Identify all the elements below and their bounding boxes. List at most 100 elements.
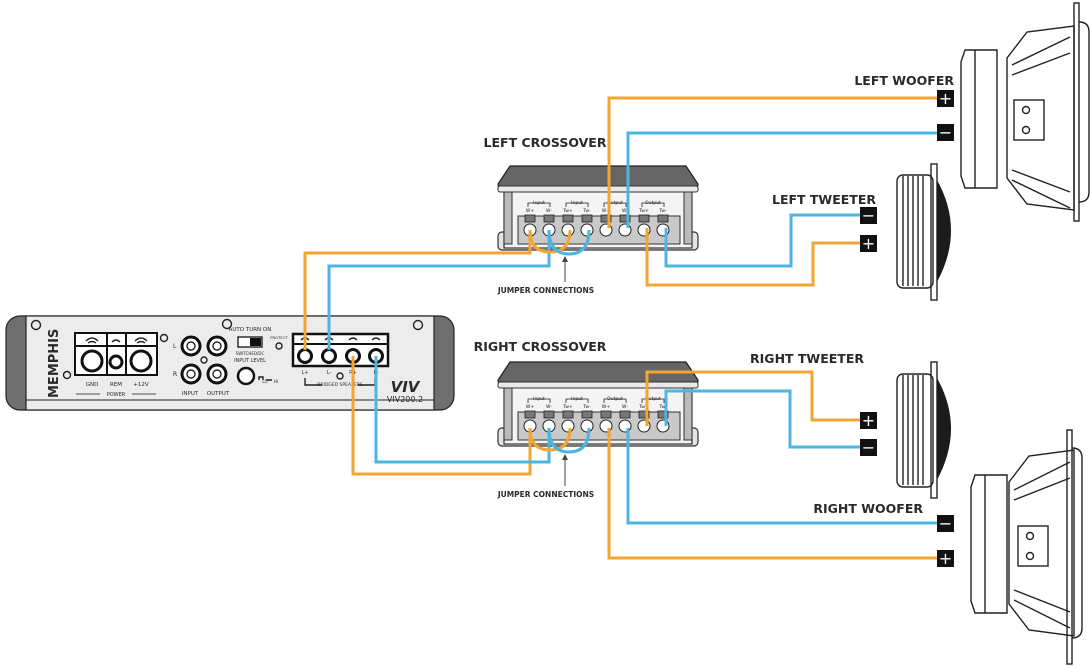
xover-terminal-label: W-: [546, 404, 552, 410]
xover-group-label: Input: [533, 396, 545, 402]
xover-terminal-label: Tw+: [562, 404, 573, 410]
left-woofer-speaker: [960, 2, 1090, 222]
xover-terminal-label: Tw-: [658, 404, 667, 410]
xover-group-label: Output: [607, 200, 623, 206]
amp-model-logo: VIV: [391, 378, 421, 396]
xover-terminal-screw: [543, 214, 555, 223]
xover-terminal-screw: [657, 214, 669, 223]
rca-jacks[interactable]: [180, 335, 228, 385]
xover-group-label: Input: [571, 396, 583, 402]
wire-left-tweeter-minus: [664, 213, 860, 268]
xover-terminal-post: [561, 419, 575, 433]
xover-group-label: Output: [607, 396, 623, 402]
left-crossover-label: LEFT CROSSOVER: [484, 135, 607, 150]
xover-terminal-label: Tw-: [582, 208, 591, 214]
xover-terminal-label: W+: [526, 208, 534, 214]
wire-amp-lplus-to-left-xover: [303, 230, 532, 350]
left-jumper-negative: [547, 229, 591, 256]
xover-terminal-screw: [581, 410, 593, 419]
left-tweeter-plus-terminal: +: [860, 234, 877, 253]
switch-caption: SWITCHED/DC: [236, 351, 265, 356]
xover-terminal-screw: [619, 410, 631, 419]
amplifier: MEMPHIS GND REM +12V POWER L: [5, 315, 455, 411]
input-level-label: INPUT LEVEL: [234, 358, 266, 364]
xover-group-label: Input: [533, 200, 545, 206]
right-crossover-label: RIGHT CROSSOVER: [474, 339, 607, 354]
xover-terminal-screw: [562, 410, 574, 419]
right-tweeter-speaker: [896, 361, 951, 499]
plus12v-label: +12V: [133, 382, 149, 388]
left-tweeter-label: LEFT TWEETER: [772, 192, 876, 207]
xover-terminal-label: W+: [602, 208, 610, 214]
amp-model-label: VIV200.2: [387, 395, 423, 404]
xover-terminal-post: [580, 419, 594, 433]
xover-terminal-label: W+: [526, 404, 534, 410]
svg-text:+: +: [862, 411, 875, 430]
xover-terminal-label: W-: [622, 404, 628, 410]
wire-right-tweeter-plus: [645, 370, 860, 426]
right-woofer-label: RIGHT WOOFER: [813, 501, 923, 516]
svg-text:−: −: [939, 514, 952, 533]
wire-right-woofer-minus: [626, 428, 937, 525]
right-jumper-negative: [547, 427, 591, 454]
right-woofer-minus-terminal: −: [937, 514, 954, 533]
xover-terminal-screw: [600, 410, 612, 419]
xover-terminal-label: W+: [602, 404, 610, 410]
right-tweeter-plus-terminal: +: [860, 411, 877, 430]
rca-input-label: INPUT: [182, 391, 199, 397]
xover-terminal-label: W-: [622, 208, 628, 214]
xover-group-label: Output: [645, 396, 661, 402]
wire-amp-rminus-to-right-xover: [374, 356, 551, 464]
level-lo-label: LO: [262, 379, 267, 384]
svg-text:−: −: [939, 123, 952, 142]
right-jumper-label: JUMPER CONNECTIONS: [497, 490, 594, 499]
xover-terminal-screw: [619, 214, 631, 223]
input-level-knob[interactable]: [236, 366, 256, 386]
rca-right-label: R: [173, 371, 177, 378]
wire-left-woofer-minus: [626, 131, 937, 228]
bridged-label: BRIDGED SPEAKERS: [317, 382, 363, 388]
rca-left-label: L: [173, 343, 177, 350]
xover-terminal-label: Tw-: [582, 404, 591, 410]
left-woofer-minus-terminal: −: [937, 123, 954, 142]
right-tweeter-label: RIGHT TWEETER: [750, 351, 864, 366]
right-jumper-positive: [528, 427, 572, 452]
xover-terminal-screw: [657, 410, 669, 419]
rca-output-label: OUTPUT: [207, 391, 230, 397]
right-woofer-plus-terminal: +: [937, 549, 954, 568]
spk-l-minus-label: L-: [327, 370, 332, 376]
svg-text:+: +: [939, 549, 952, 568]
speaker-terminal-block: [291, 332, 390, 368]
level-hi-label: HI: [274, 379, 278, 384]
wire-amp-lminus-to-left-xover: [327, 230, 551, 350]
xover-terminal-screw: [524, 410, 536, 419]
xover-terminal-screw: [524, 214, 536, 223]
wire-amp-rplus-to-right-xover: [351, 356, 532, 476]
xover-terminal-screw: [543, 410, 555, 419]
left-tweeter-speaker: [896, 163, 951, 301]
xover-terminal-screw: [638, 410, 650, 419]
left-jumper-positive: [528, 229, 572, 254]
xover-group-label: Input: [571, 200, 583, 206]
wire-right-woofer-plus: [607, 428, 937, 560]
xover-terminal-label: Tw+: [638, 208, 649, 214]
gnd-label: GND: [86, 382, 99, 388]
xover-terminal-label: Tw+: [638, 404, 649, 410]
xover-terminal-label: W-: [546, 208, 552, 214]
xover-terminal-screw: [581, 214, 593, 223]
wires: [303, 96, 937, 560]
xover-terminal-screw: [600, 214, 612, 223]
right-tweeter-minus-terminal: −: [860, 438, 877, 457]
xover-terminal-label: Tw+: [562, 208, 573, 214]
spk-l-plus-label: L+: [302, 370, 309, 376]
left-tweeter-minus-terminal: −: [860, 206, 877, 225]
xover-terminal-post: [561, 223, 575, 237]
power-terminal-block: [74, 332, 158, 376]
wire-left-woofer-plus: [607, 96, 937, 228]
rem-label: REM: [110, 382, 122, 388]
wire-left-tweeter-plus: [645, 228, 860, 287]
svg-text:−: −: [862, 206, 875, 225]
